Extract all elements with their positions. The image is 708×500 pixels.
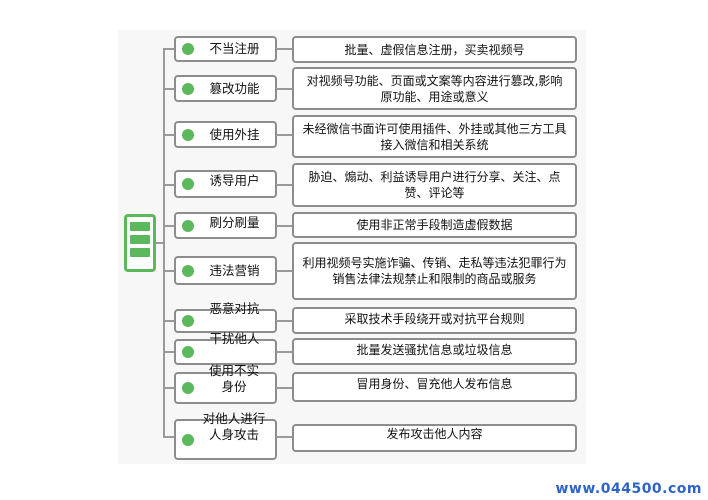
branch-line [163,270,175,272]
connector-line [276,436,292,438]
category-label: 刷分刷量 [209,215,260,230]
green-dot-icon [182,264,194,277]
root-connector [156,242,165,244]
description-box: 冒用身份、冒充他人发布信息 [292,372,577,402]
connector-line [276,320,292,322]
category-box: 对他人进行人身攻击 [174,411,277,460]
connector-line [276,225,292,227]
green-dot-icon [182,315,194,327]
connector-line [276,134,292,136]
connector-line [276,88,292,90]
green-dot-icon [182,433,194,446]
root-icon-bar [130,222,150,231]
connector-line [276,184,292,186]
description-box: 未经微信书面许可使用插件、外挂或其他三方工具接入微信和相关系统 [292,115,577,158]
category-label: 不当注册 [209,41,260,56]
category-label: 违法营销 [209,262,260,278]
description-box: 使用非正常手段制造虚假数据 [292,212,577,238]
green-dot-icon [182,346,194,358]
branch-line [163,351,175,353]
green-dot-icon [182,178,194,190]
category-label: 篡改功能 [209,80,260,96]
branch-line [163,48,175,50]
category-box: 篡改功能 [174,75,277,102]
branch-line [163,134,175,136]
branch-line [163,320,175,322]
description-box: 胁迫、煽动、利益诱导用户进行分享、关注、点赞、评论等 [292,163,577,207]
description-box: 批量发送骚扰信息或垃圾信息 [292,338,577,365]
category-label: 使用不实身份 [208,363,259,394]
connector-line [276,48,292,50]
root-icon-bar [130,248,150,257]
description-box: 批量、虚假信息注册，买卖视频号 [292,36,577,63]
description-box: 对视频号功能、页面或文案等内容进行篡改,影响原功能、用途或意义 [292,67,577,110]
category-box: 刷分刷量 [174,212,277,239]
connector-line [276,351,292,353]
list-document-icon [124,214,156,272]
branch-line [163,184,175,186]
green-dot-icon [182,82,194,95]
description-box: 利用视频号实施诈骗、传销、走私等违法犯罪行为销售法律法规禁止和限制的商品或服务 [292,242,577,300]
category-box: 使用不实身份 [174,363,277,404]
category-label: 恶意对抗 [209,301,260,316]
tree-spine [163,48,165,437]
category-label: 诱导用户 [209,173,260,188]
green-dot-icon [182,382,194,394]
category-label: 干扰他人 [209,331,260,346]
category-box: 诱导用户 [174,170,277,198]
green-dot-icon [182,128,194,141]
category-label: 对他人进行人身攻击 [202,411,266,442]
watermark-text: www.044500.com [555,481,702,497]
description-box: 采取技术手段绕开或对抗平台规则 [292,307,577,334]
green-dot-icon [182,43,194,55]
branch-line [163,225,175,227]
green-dot-icon [182,219,194,232]
branch-line [163,436,175,438]
category-box: 不当注册 [174,36,277,62]
category-box: 恶意对抗 [174,301,277,333]
category-box: 干扰他人 [174,331,277,365]
branch-line [163,88,175,90]
category-box: 违法营销 [174,256,277,285]
description-box: 发布攻击他人内容 [292,424,577,452]
root-icon-bar [130,235,150,244]
branch-line [163,387,175,389]
category-label: 使用外挂 [209,126,260,142]
category-box: 使用外挂 [174,121,277,148]
connector-line [276,270,292,272]
connector-line [276,387,292,389]
